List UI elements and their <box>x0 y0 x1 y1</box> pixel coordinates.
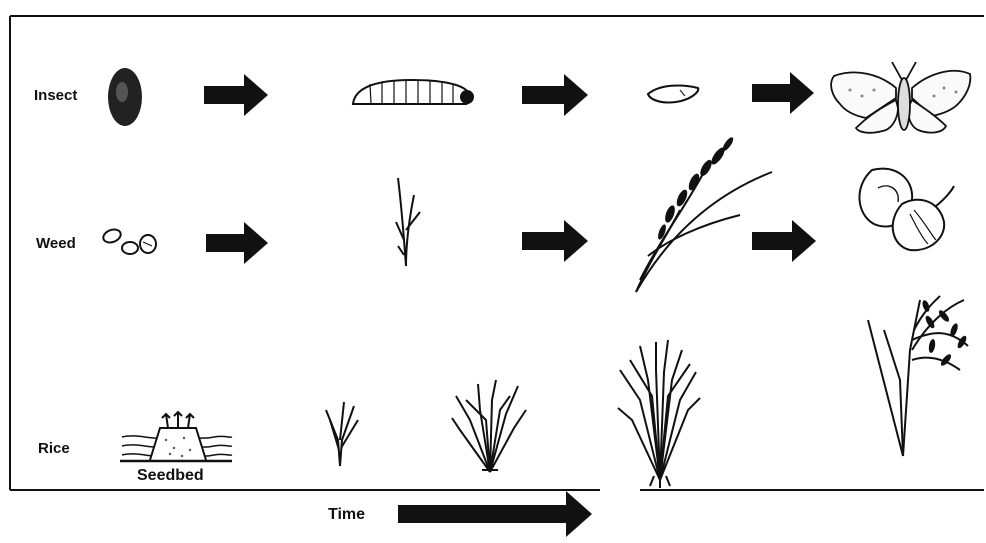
time-label: Time <box>328 506 365 524</box>
arrow-insect-3 <box>752 72 814 114</box>
egg-icon <box>108 68 142 126</box>
rice-mature-tiller-icon <box>618 340 700 488</box>
weed-seed-pods-icon <box>859 169 954 251</box>
arrow-weed-2 <box>522 220 588 262</box>
arrow-weed-3 <box>752 220 816 262</box>
weed-seeds-icon <box>101 227 156 254</box>
seedbed-label: Seedbed <box>137 467 204 485</box>
weed-row-label: Weed <box>36 235 76 252</box>
rice-seedling-icon <box>326 402 358 466</box>
larva-icon <box>353 80 473 104</box>
rice-panicle-icon <box>868 296 968 456</box>
weed-seedling-icon <box>396 178 420 266</box>
arrow-weed-1 <box>206 222 268 264</box>
moth-icon <box>831 62 970 133</box>
time-arrow <box>398 491 592 537</box>
insect-row-label: Insect <box>34 87 77 104</box>
seedbed-icon <box>120 412 232 461</box>
weed-flowering-icon <box>636 136 772 292</box>
rice-row-label: Rice <box>38 440 70 457</box>
rice-tillering-icon <box>452 380 526 472</box>
pupa-icon <box>648 86 698 103</box>
arrow-insect-1 <box>204 74 268 116</box>
arrow-insect-2 <box>522 74 588 116</box>
